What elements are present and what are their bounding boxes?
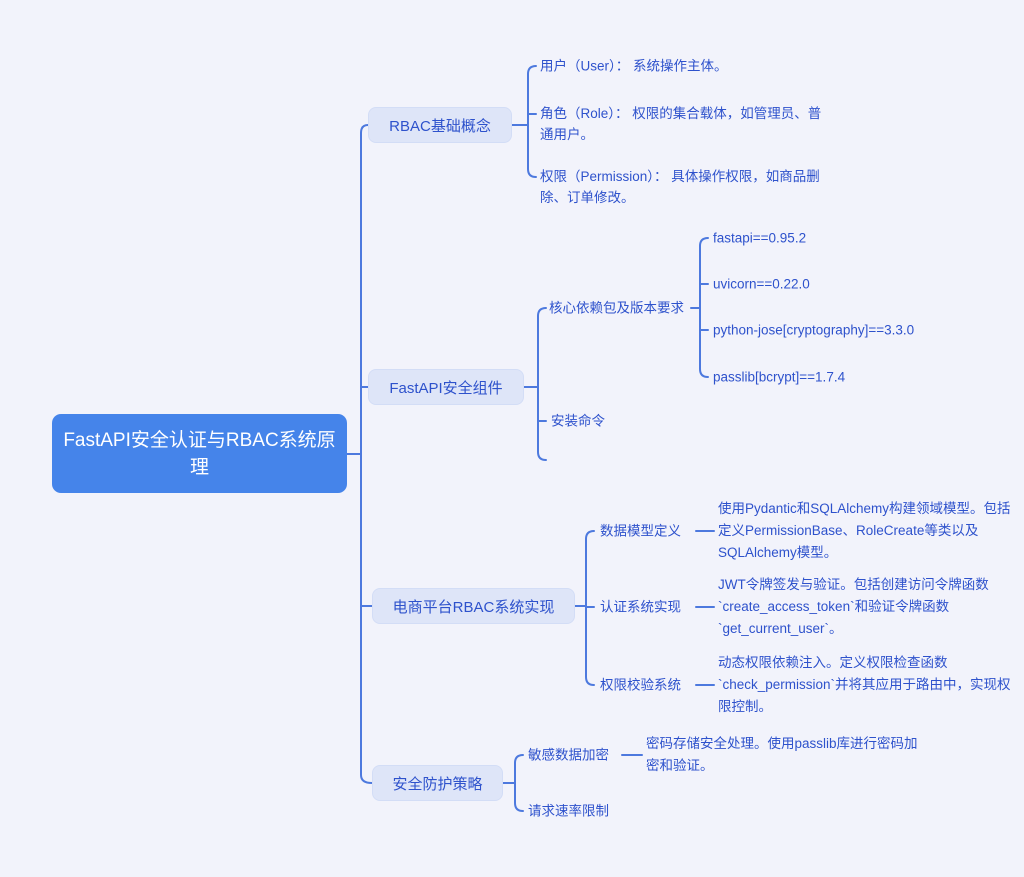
node-data-model[interactable]: 数据模型定义 [600,523,681,539]
node-permission-check[interactable]: 权限校验系统 [600,677,681,693]
desc-auth-system[interactable]: JWT令牌签发与验证。包括创建访问令牌函数`create_access_toke… [718,577,989,636]
node-core-dependencies[interactable]: 核心依赖包及版本要求 [549,300,684,316]
node-python-jose-dep[interactable]: python-jose[cryptography]==3.3.0 [713,322,915,338]
desc-data-model[interactable]: 使用Pydantic和SQLAlchemy构建领域模型。包括定义Permissi… [718,501,1011,560]
desc-sensitive-encryption[interactable]: 密码存储安全处理。使用passlib库进行密码加密和验证。 [646,736,918,773]
branch-rbac-implementation[interactable]: 电商平台RBAC系统实现 [372,588,575,624]
branch-rbac-concepts[interactable]: RBAC基础概念 [368,107,512,143]
root-topic[interactable]: FastAPI安全认证与RBAC系统原理 [52,414,347,493]
node-sensitive-encryption[interactable]: 敏感数据加密 [528,747,609,763]
node-rate-limit[interactable]: 请求速率限制 [528,803,609,819]
node-passlib-dep[interactable]: passlib[bcrypt]==1.7.4 [713,369,846,385]
node-fastapi-dep[interactable]: fastapi==0.95.2 [713,230,807,246]
desc-permission-check[interactable]: 动态权限依赖注入。定义权限检查函数`check_permission`并将其应用… [718,655,1011,714]
branch-security-strategy[interactable]: 安全防护策略 [372,765,503,801]
branch-fastapi-components[interactable]: FastAPI安全组件 [368,369,524,405]
node-auth-system[interactable]: 认证系统实现 [600,599,681,615]
node-uvicorn-dep[interactable]: uvicorn==0.22.0 [713,276,810,292]
node-role[interactable]: 角色（Role）： 权限的集合载体，如管理员、普通用户。 [540,106,822,142]
node-permission[interactable]: 权限（Permission）： 具体操作权限，如商品删除、订单修改。 [540,169,820,205]
node-user[interactable]: 用户（User）： 系统操作主体。 [540,58,728,74]
node-install-command[interactable]: 安装命令 [551,413,605,429]
